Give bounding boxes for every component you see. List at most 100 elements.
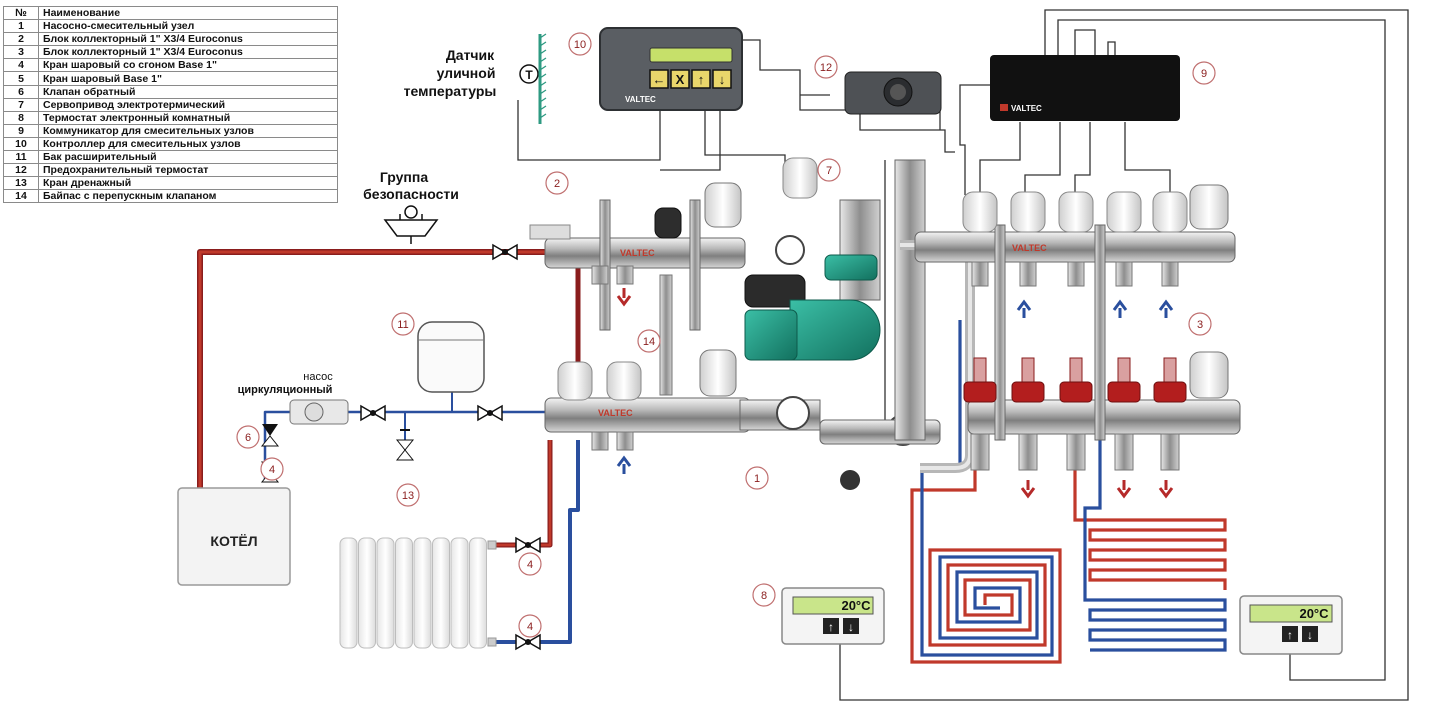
communicator-brand: VALTEC <box>1011 104 1042 113</box>
pump-volute <box>824 254 878 281</box>
legend-name: Блок коллекторный 1" X3/4 Euroconus <box>38 45 338 60</box>
callout-number: 4 <box>527 559 533 571</box>
controller-button[interactable] <box>670 69 690 89</box>
floor-loop-spiral-return <box>920 320 1054 657</box>
thermostat-left-down-button[interactable] <box>843 618 859 634</box>
callout-circle <box>1188 312 1212 336</box>
boiler-body <box>177 487 291 586</box>
boiler-supply-pipe <box>197 249 545 490</box>
callout-circle <box>260 457 284 481</box>
flow-arrow-down-icon <box>1158 480 1174 499</box>
callout-badge: 4 <box>260 457 284 481</box>
wire-head-3 <box>1024 122 1061 195</box>
supply-outlet <box>1161 261 1179 287</box>
supply-outlet <box>1115 261 1133 287</box>
callout-number: 9 <box>1201 68 1207 80</box>
manifold-return-bar <box>544 397 751 433</box>
callout-number: 1 <box>754 473 760 485</box>
callout-number: 4 <box>269 464 275 476</box>
flow-arrow-down-icon <box>1116 480 1132 499</box>
radiator-section <box>339 537 358 649</box>
radiator-section <box>376 537 395 649</box>
servo-actuator-7 <box>782 157 818 199</box>
manifold-2-bracket-left <box>599 199 611 331</box>
controller-buttons: ←X↑↓ <box>649 69 732 89</box>
safety-group-funnel <box>383 219 439 237</box>
wire-head-4 <box>1074 122 1091 195</box>
floor-loop-serpentine-return <box>1083 320 1227 652</box>
controller-button[interactable] <box>691 69 711 89</box>
legend-name: Байпас с перепускным клапаном <box>38 189 338 204</box>
underfloor-loops <box>910 320 1227 664</box>
supply-pipes <box>197 249 581 548</box>
safety-label-1: Группа <box>380 169 428 185</box>
callout-circle <box>745 466 769 490</box>
wire-outdoor-sensor <box>517 100 661 161</box>
manifold-2-end-cap <box>529 224 571 240</box>
return-outlet <box>1066 433 1086 471</box>
flow-meter-cap <box>1153 381 1187 403</box>
sensor-label-1: Датчик <box>446 47 495 63</box>
supply-outlet <box>1019 261 1037 287</box>
legend-name: Кран шаровый Base 1" <box>38 71 338 86</box>
legend-name: Блок коллекторный 1" X3/4 Euroconus <box>38 32 338 47</box>
thermostat-right-up-button[interactable] <box>1282 626 1298 642</box>
radiator-section <box>413 537 432 649</box>
flow-arrow-up-icon <box>1016 299 1032 318</box>
flow-meter-cap <box>963 381 997 403</box>
ball-valve-symbol <box>515 536 541 554</box>
pump-housing <box>789 299 881 361</box>
valve-stem <box>370 410 376 416</box>
thermal-actuator-head <box>1152 191 1188 233</box>
radiator-supply-pipe <box>492 440 553 548</box>
expansion-tank <box>417 321 485 393</box>
room-thermostat-left: 20°C ↑ ↓ <box>781 587 885 645</box>
radiator-section <box>358 537 376 649</box>
manifold-3-bracket-right <box>1094 224 1106 441</box>
manifold-3-brand: VALTEC <box>1012 243 1047 253</box>
valves <box>360 243 541 651</box>
callout-number: 14 <box>643 336 655 348</box>
sensor-label-2: уличной <box>437 65 496 81</box>
flow-arrow-up-icon <box>1158 299 1174 318</box>
mixing-unit-riser <box>839 199 881 301</box>
drain-valve-symbol <box>395 429 415 461</box>
outdoor-temp-sensor: Датчик уличной температуры T <box>404 33 547 124</box>
flow-meter-cap <box>1011 381 1045 403</box>
callout-badge: 7 <box>817 158 841 182</box>
callout-circle <box>752 583 776 607</box>
thermostat-right-down-button[interactable] <box>1302 626 1318 642</box>
down-arrow-icon: ↓ <box>1307 628 1313 642</box>
flow-arrow-down-icon <box>616 288 632 307</box>
controller-body <box>599 27 743 111</box>
pump-label-2: циркуляционный <box>238 384 333 396</box>
thermal-actuator-head <box>1058 191 1094 233</box>
pump-electric-box <box>744 274 806 308</box>
flow-meter-cap <box>1059 381 1093 403</box>
callout-badge: 10 <box>568 32 592 56</box>
radiator-section <box>450 537 469 649</box>
controller-button[interactable] <box>712 69 732 89</box>
safety-group: Группа безопасности <box>363 169 459 244</box>
boiler-supply-pipe-highlight <box>198 250 545 490</box>
callout-number: 12 <box>820 62 832 74</box>
controller-button-label: ← <box>653 72 666 87</box>
valve-stem <box>525 639 531 645</box>
thermostat-left-up-button[interactable] <box>823 618 839 634</box>
callout-number: 11 <box>397 319 408 331</box>
flow-meter <box>1117 357 1131 383</box>
callout-circle <box>814 55 838 79</box>
return-outlet <box>1160 433 1180 471</box>
legend-name: Коммуникатор для смесительных узлов <box>38 123 338 138</box>
wire-controller-communicator <box>740 39 955 153</box>
thermostat-left-body <box>781 587 885 645</box>
radiator-section <box>395 537 413 649</box>
manifold-3-air-vent-top <box>1189 184 1229 230</box>
legend-name: Кран шаровый со сгоном Base 1" <box>38 58 338 73</box>
manifold-3-bracket-left <box>994 224 1006 441</box>
callout-number: 2 <box>554 178 560 190</box>
callout-badge: 12 <box>814 55 838 79</box>
callout-badge: 1 <box>745 466 769 490</box>
controller-button[interactable] <box>649 69 669 89</box>
